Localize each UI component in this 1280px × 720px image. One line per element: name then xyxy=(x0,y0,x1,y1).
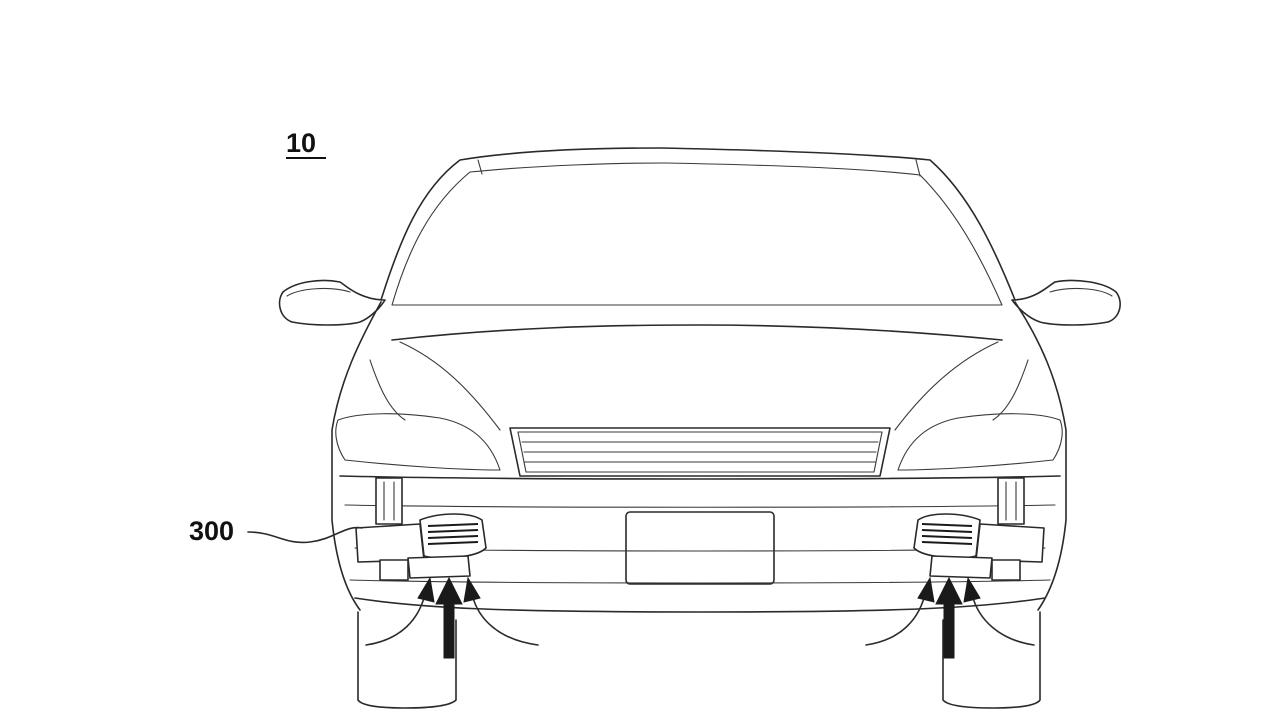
a-pillar-right xyxy=(915,159,921,177)
bracket-left xyxy=(375,477,403,525)
license-plate xyxy=(625,511,775,585)
mirror-left-detail xyxy=(286,288,351,297)
body-side-right xyxy=(1014,301,1067,611)
unit-reference-numeral: 300 xyxy=(189,516,234,546)
bumper-line-1 xyxy=(344,504,1056,508)
unit-left xyxy=(355,477,487,581)
airflow-arrow-straight-right xyxy=(943,599,955,659)
unit-mount-right xyxy=(929,555,993,579)
roof-outline xyxy=(380,147,1016,301)
grille xyxy=(509,427,891,477)
bracket-right xyxy=(997,477,1025,525)
headlight-right-edge xyxy=(992,359,1029,421)
bumper-line-3 xyxy=(349,579,1051,584)
tire-right xyxy=(942,611,1041,709)
unit-housing-right xyxy=(975,523,1045,563)
airflow-arrow-curve-right-inner xyxy=(865,589,927,646)
unit-right xyxy=(913,477,1045,581)
hood-line-right xyxy=(894,341,999,431)
headlight-right xyxy=(897,413,1063,471)
unit-mount-left xyxy=(407,555,471,579)
unit-leader-line xyxy=(247,526,363,544)
tire-left xyxy=(357,611,457,709)
hood-outline xyxy=(391,324,1003,341)
a-pillar-left xyxy=(477,159,483,175)
unit-reference: 300 xyxy=(189,516,363,546)
mirror-left xyxy=(278,279,386,326)
airflow-arrows-left xyxy=(365,576,539,659)
headlight-left xyxy=(335,413,501,471)
airflow-arrow-curve-left-inner xyxy=(471,593,539,646)
car-body xyxy=(278,147,1121,709)
mirror-right-detail xyxy=(1049,288,1113,297)
vehicle-reference-numeral: 10 xyxy=(286,128,316,158)
windshield xyxy=(391,162,1003,306)
vehicle-reference: 10 xyxy=(286,128,326,159)
mirror-right xyxy=(1011,279,1121,326)
unit-base-left xyxy=(379,559,409,581)
unit-base-right xyxy=(991,559,1021,581)
headlight-left-edge xyxy=(369,359,406,421)
airflow-arrow-straight-left xyxy=(443,599,455,659)
hood-line-left xyxy=(399,341,501,431)
airflow-arrow-curve-right-outer xyxy=(971,593,1035,646)
body-side-left xyxy=(331,301,382,611)
unit-housing-left xyxy=(355,523,425,563)
airflow-arrow-curve-left-outer xyxy=(365,589,427,646)
airflow-arrows-right xyxy=(865,576,1035,659)
bumper-top xyxy=(339,475,1061,480)
